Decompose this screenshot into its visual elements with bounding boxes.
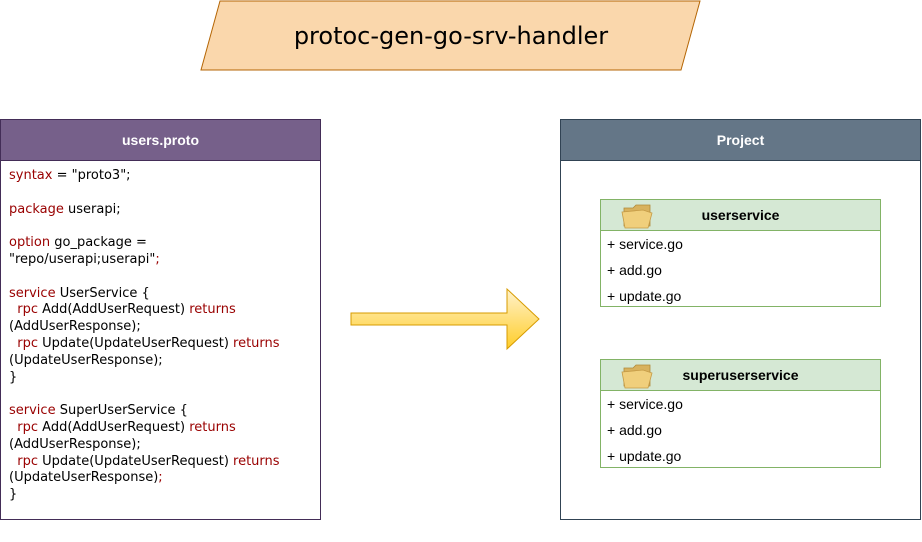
code-text: Add(AddUserRequest): [38, 419, 190, 435]
code-text: (UpdateUserResponse): [9, 470, 159, 486]
code-line: (UpdateUserResponse);: [9, 353, 312, 370]
code-text: }: [9, 369, 18, 385]
code-line: [9, 218, 312, 235]
code-line: [9, 386, 312, 403]
code-line: }: [9, 370, 312, 387]
code-line: (UpdateUserResponse);: [9, 470, 312, 487]
code-line: [9, 269, 312, 286]
code-keyword: returns: [233, 335, 280, 351]
code-line: "repo/userapi;userapi";: [9, 252, 312, 269]
file-item: + service.go: [607, 236, 683, 252]
file-item: + update.go: [607, 288, 682, 304]
title-parallelogram: [200, 0, 701, 71]
code-line: (AddUserResponse);: [9, 437, 312, 454]
code-line: }: [9, 487, 312, 504]
code-text: Add(AddUserRequest): [38, 302, 190, 318]
code-text: "repo/userapi;userapi": [9, 251, 156, 267]
package-superuserservice: superuserservice + service.go + add.go +…: [600, 359, 881, 468]
project-panel: Project: [560, 119, 921, 520]
proto-code-block: syntax = "proto3"; package userapi; opti…: [1, 161, 320, 504]
code-line: rpc Add(AddUserRequest) returns: [9, 302, 312, 319]
folder-icon: [621, 364, 653, 389]
code-keyword: returns: [189, 419, 236, 435]
file-item: + update.go: [607, 448, 682, 464]
code-text: (AddUserResponse);: [9, 436, 141, 452]
code-line: service UserService {: [9, 286, 312, 303]
transform-arrow-icon: [350, 287, 540, 351]
code-text: Update(UpdateUserRequest): [38, 335, 234, 351]
code-keyword: rpc: [17, 335, 39, 351]
folder-icon: [621, 204, 653, 229]
code-keyword: returns: [233, 453, 280, 469]
code-text: (AddUserResponse);: [9, 319, 141, 335]
package-name: superuserservice: [682, 367, 799, 383]
code-keyword: option: [9, 235, 51, 251]
diagram-title: protoc-gen-go-srv-handler: [293, 22, 609, 50]
proto-file-header: users.proto: [1, 120, 320, 161]
code-line: (AddUserResponse);: [9, 319, 312, 336]
code-text: Update(UpdateUserRequest): [38, 453, 234, 469]
code-keyword: rpc: [17, 453, 39, 469]
code-keyword: rpc: [17, 302, 39, 318]
code-text: userapi;: [63, 201, 121, 217]
file-item: + add.go: [607, 262, 662, 278]
code-line: rpc Add(AddUserRequest) returns: [9, 420, 312, 437]
package-userservice: userservice + service.go + add.go + upda…: [600, 199, 881, 307]
code-line: syntax = "proto3";: [9, 168, 312, 185]
code-text: (UpdateUserResponse);: [9, 352, 163, 368]
code-text: go_package =: [50, 235, 147, 251]
code-keyword: ;: [158, 470, 163, 486]
code-keyword: syntax: [9, 168, 53, 183]
file-item: + service.go: [607, 396, 683, 412]
code-text: SuperUserService {: [55, 403, 188, 419]
code-line: rpc Update(UpdateUserRequest) returns: [9, 454, 312, 471]
code-keyword: returns: [189, 302, 236, 318]
package-name: userservice: [701, 207, 780, 223]
code-text: }: [9, 487, 18, 503]
code-keyword: service: [9, 403, 56, 419]
code-line: service SuperUserService {: [9, 403, 312, 420]
code-line: package userapi;: [9, 202, 312, 219]
code-line: rpc Update(UpdateUserRequest) returns: [9, 336, 312, 353]
proto-file-panel: users.proto syntax = "proto3"; package u…: [0, 119, 321, 520]
code-text: UserService {: [55, 285, 150, 301]
file-item: + add.go: [607, 422, 662, 438]
code-line: option go_package =: [9, 235, 312, 252]
code-keyword: service: [9, 285, 56, 301]
code-text: = "proto3";: [52, 168, 131, 183]
project-header: Project: [561, 120, 920, 161]
code-keyword: ;: [155, 251, 160, 267]
code-line: [9, 185, 312, 202]
code-keyword: rpc: [17, 419, 39, 435]
code-keyword: package: [9, 201, 64, 217]
